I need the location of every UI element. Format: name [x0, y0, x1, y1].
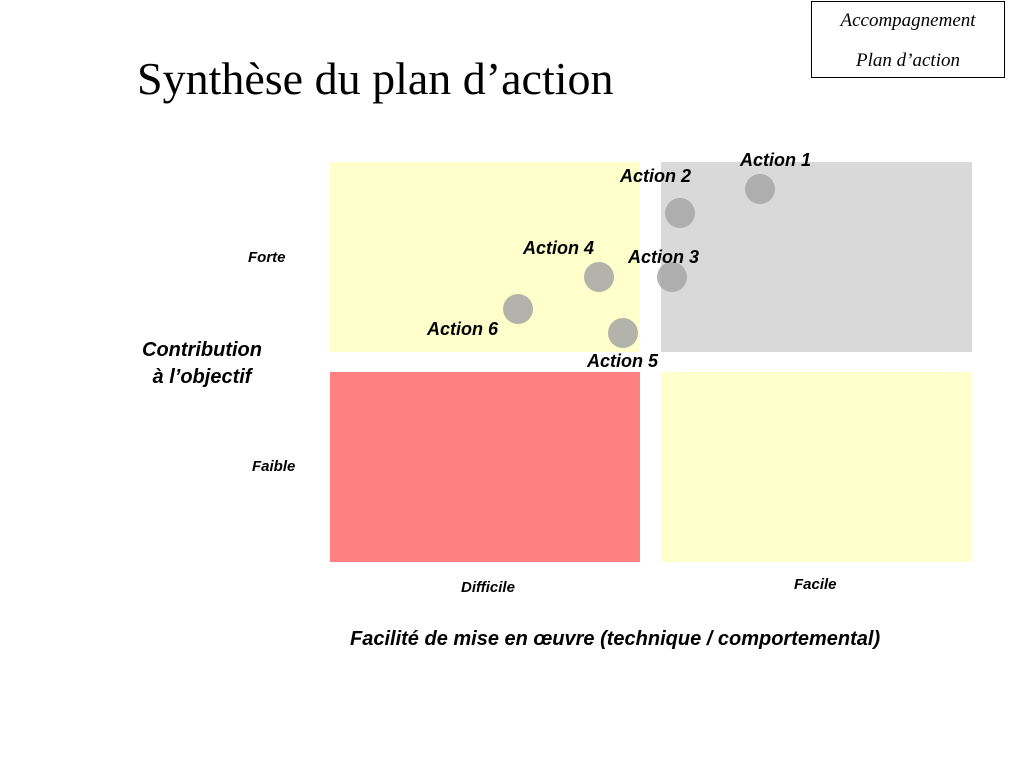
context-tag-line2: Plan d’action: [856, 50, 960, 71]
action-1-dot: [745, 174, 775, 204]
x-axis-low-label: Difficile: [461, 579, 515, 596]
quadrant-top-left: [330, 162, 640, 352]
quadrant-bottom-left: [330, 372, 640, 562]
x-axis-title: Facilité de mise en œuvre (technique / c…: [350, 628, 881, 650]
action-1-label: Action 1: [740, 150, 812, 170]
context-tag-box: Accompagnement Plan d’action: [811, 1, 1005, 78]
quadrant-top-right: [661, 162, 972, 352]
y-axis-low-label: Faible: [252, 458, 296, 475]
x-axis-high-label: Facile: [794, 576, 837, 593]
action-6-label: Action 6: [427, 319, 499, 339]
action-3-label: Action 3: [628, 247, 700, 267]
action-4-dot: [584, 262, 614, 292]
slide-title: Synthèse du plan d’action: [137, 53, 614, 104]
action-6-dot: [503, 294, 533, 324]
action-2-label: Action 2: [620, 166, 692, 186]
action-3-dot: [657, 262, 687, 292]
y-axis-title: Contribution à l’objectif: [122, 337, 282, 391]
y-axis-title-line1: Contribution: [142, 339, 262, 361]
y-axis-title-line2: à l’objectif: [152, 366, 252, 388]
action-5-label: Action 5: [587, 351, 659, 371]
quadrant-bottom-right: [661, 372, 972, 562]
action-2-dot: [665, 198, 695, 228]
y-axis-high-label: Forte: [248, 249, 286, 266]
action-5-dot: [608, 318, 638, 348]
context-tag-line1: Accompagnement: [840, 10, 976, 31]
action-4-label: Action 4: [523, 238, 595, 258]
